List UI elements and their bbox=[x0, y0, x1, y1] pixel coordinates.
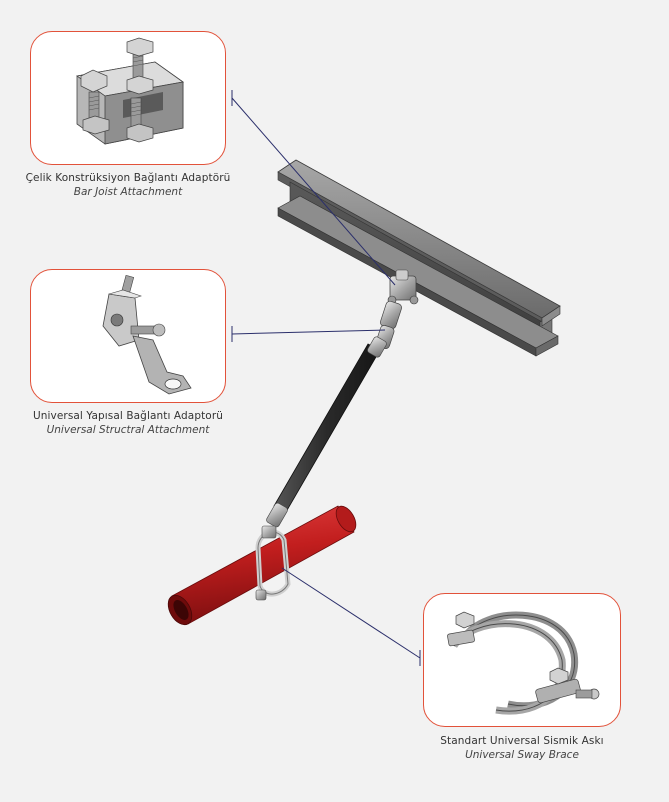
structural-attachment-image bbox=[102, 274, 192, 395]
pipe bbox=[167, 505, 357, 626]
sway-brace-image bbox=[447, 611, 600, 715]
caption-title-en: Universal Sway Brace bbox=[465, 749, 579, 761]
leader-line-structural bbox=[231, 329, 386, 335]
caption-title-en: Universal Structral Attachment bbox=[46, 424, 210, 436]
i-beam bbox=[277, 159, 561, 357]
pipe-clamp bbox=[255, 525, 291, 601]
leader-lines bbox=[231, 90, 421, 666]
brace-rod bbox=[266, 336, 387, 528]
caption-title-tr: Standart Universal Sismik Askı bbox=[440, 735, 604, 747]
bar-joist-attachment-image bbox=[75, 37, 185, 145]
callout-box-structural bbox=[30, 269, 226, 403]
caption-title-tr: Çelik Konstrüksiyon Bağlantı Adaptörü bbox=[25, 172, 231, 184]
caption-title-en: Bar Joist Attachment bbox=[73, 186, 183, 198]
caption-structural: Universal Yapısal Bağlantı Adaptorü Univ… bbox=[10, 409, 246, 437]
callout-box-bar-joist bbox=[30, 31, 226, 165]
caption-title-tr: Universal Yapısal Bağlantı Adaptorü bbox=[32, 410, 223, 422]
leader-line-sway-brace bbox=[281, 567, 421, 659]
caption-bar-joist: Çelik Konstrüksiyon Bağlantı Adaptörü Ba… bbox=[10, 171, 246, 199]
callout-box-sway-brace bbox=[423, 593, 621, 727]
beam-clamp bbox=[375, 269, 419, 349]
leader-line-bar-joist bbox=[231, 97, 396, 286]
caption-sway-brace: Standart Universal Sismik Askı Universal… bbox=[406, 734, 638, 762]
